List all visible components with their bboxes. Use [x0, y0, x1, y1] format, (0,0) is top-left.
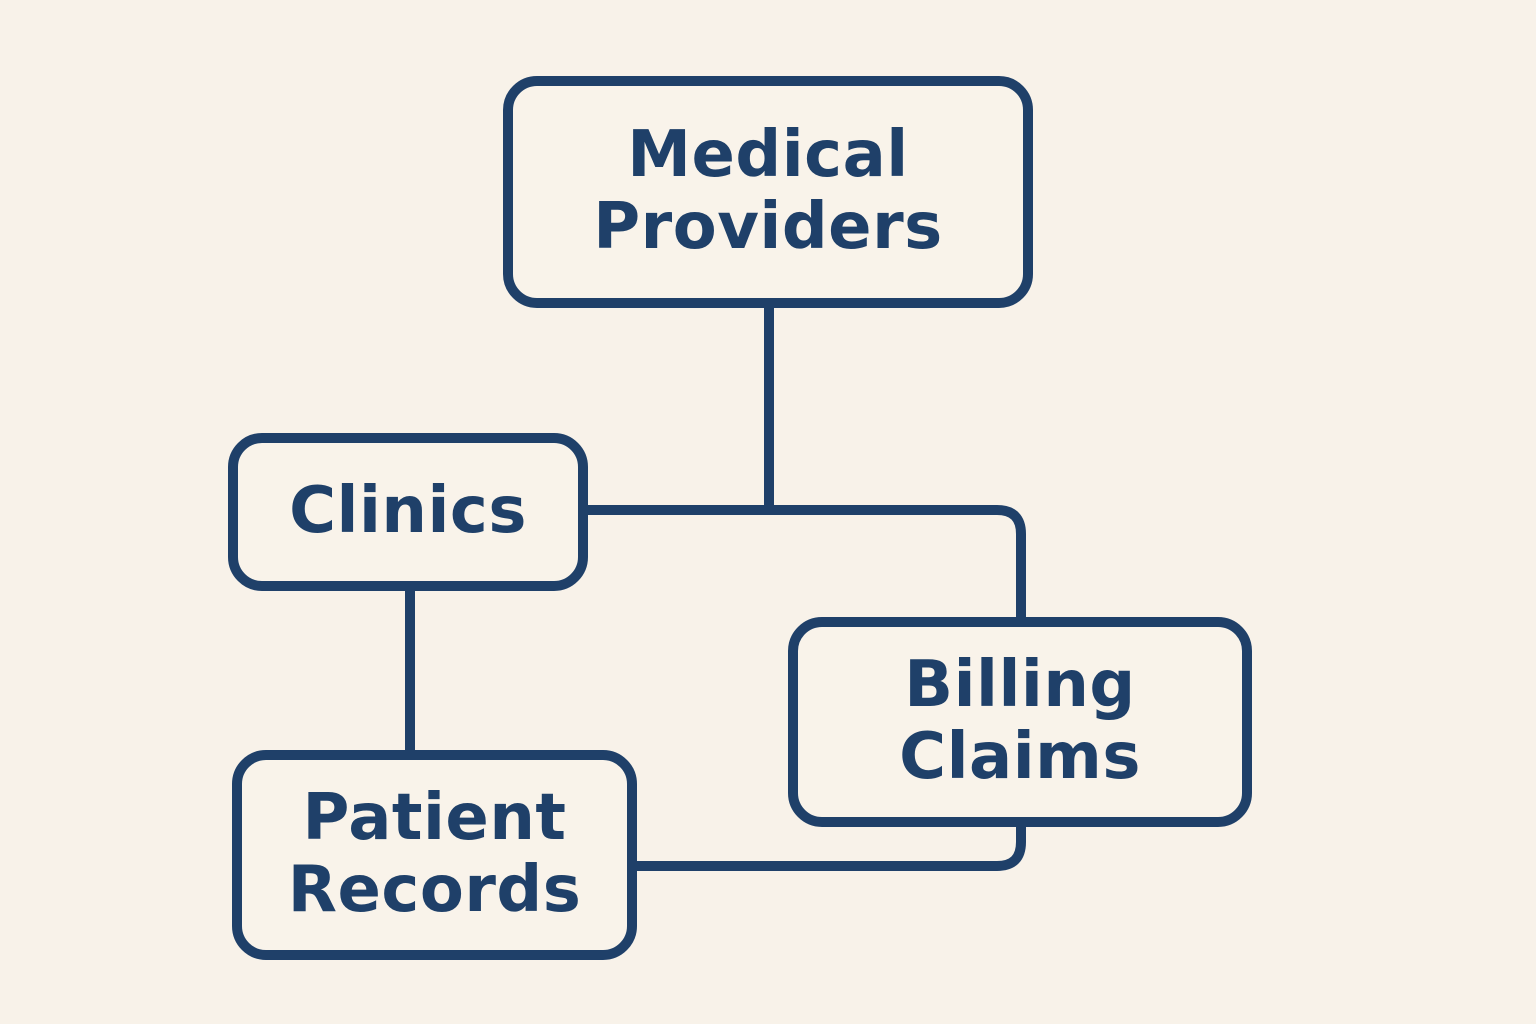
node-patient-records: Patient Records	[232, 750, 637, 960]
node-label: Billing Claims	[899, 648, 1141, 794]
node-billing-claims: Billing Claims	[788, 617, 1252, 827]
node-clinics: Clinics	[228, 433, 588, 591]
edge-clinics-to-billing-claims	[584, 505, 1026, 622]
node-label: Patient Records	[287, 781, 582, 927]
edge-patient-records-to-billing-claims	[632, 822, 1026, 871]
node-label: Clinics	[289, 474, 527, 549]
node-label: Medical Providers	[593, 118, 943, 264]
node-medical-providers: Medical Providers	[503, 76, 1033, 308]
